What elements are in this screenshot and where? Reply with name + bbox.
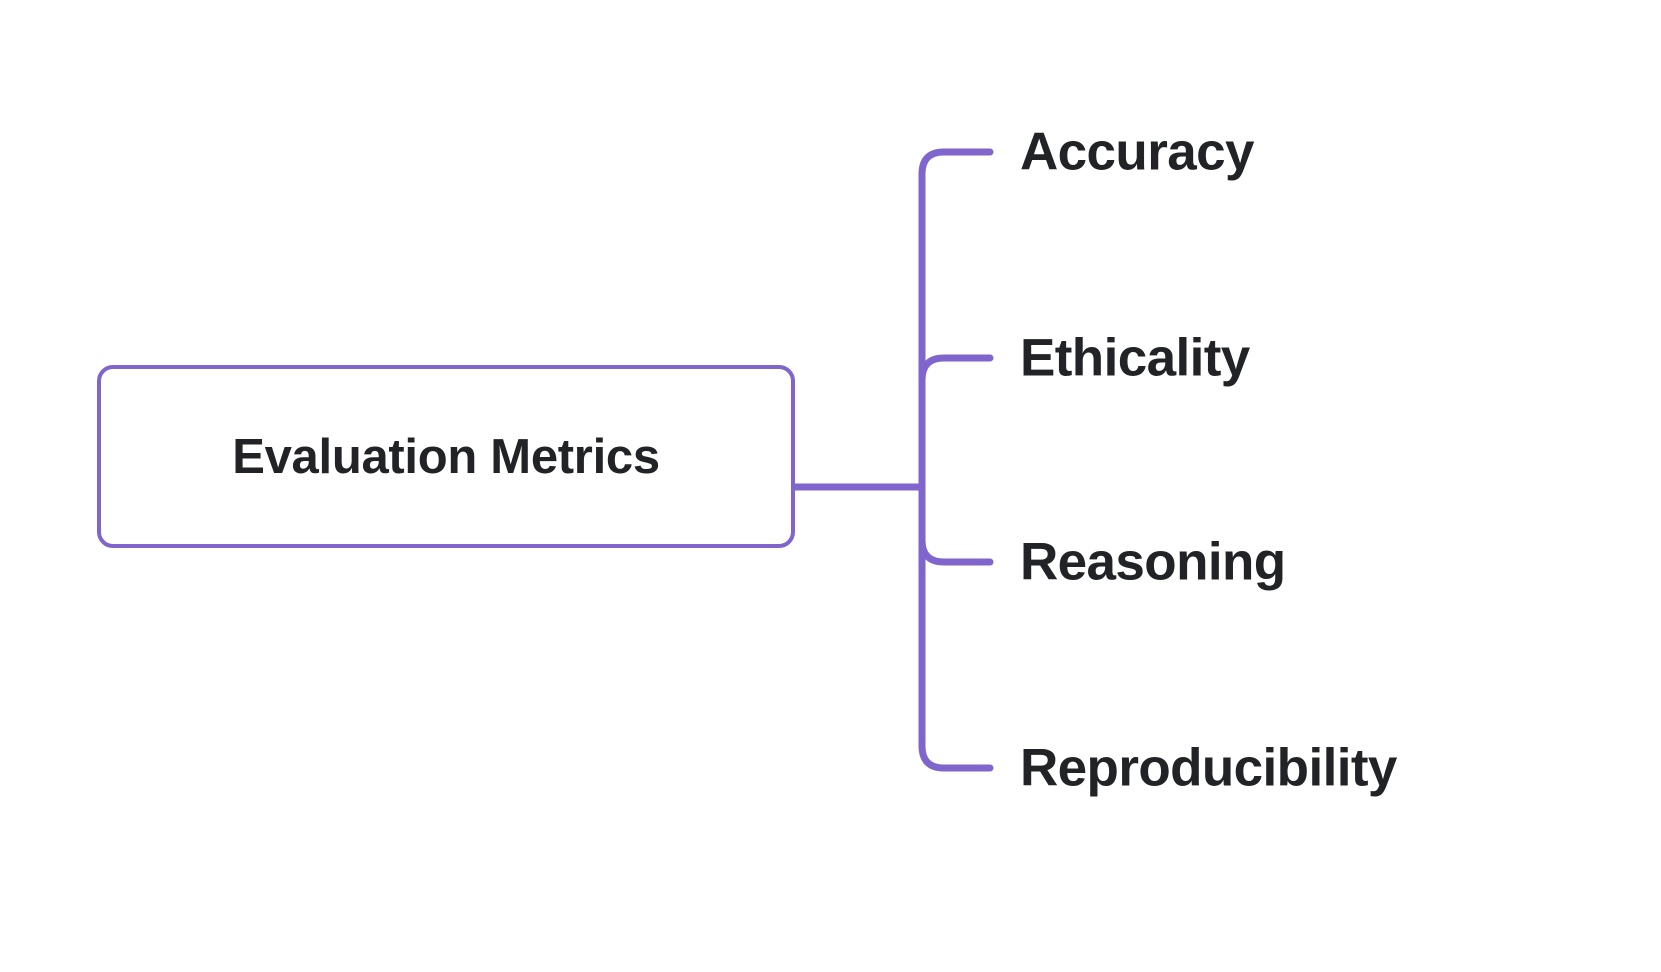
- root-node-label: Evaluation Metrics: [232, 429, 660, 484]
- branch-label-reasoning[interactable]: Reasoning: [1020, 532, 1286, 592]
- branch-label-ethicality[interactable]: Ethicality: [1020, 328, 1250, 388]
- connector-branch-accuracy: [918, 148, 994, 178]
- connector-branch-ethicality: [918, 354, 994, 384]
- connector-branch-reproducibility: [918, 742, 994, 772]
- branch-label-accuracy[interactable]: Accuracy: [1020, 122, 1254, 182]
- branch-label-reproducibility[interactable]: Reproducibility: [1020, 738, 1397, 798]
- root-node[interactable]: Evaluation Metrics: [97, 365, 795, 548]
- connector-branch-reasoning: [918, 536, 994, 566]
